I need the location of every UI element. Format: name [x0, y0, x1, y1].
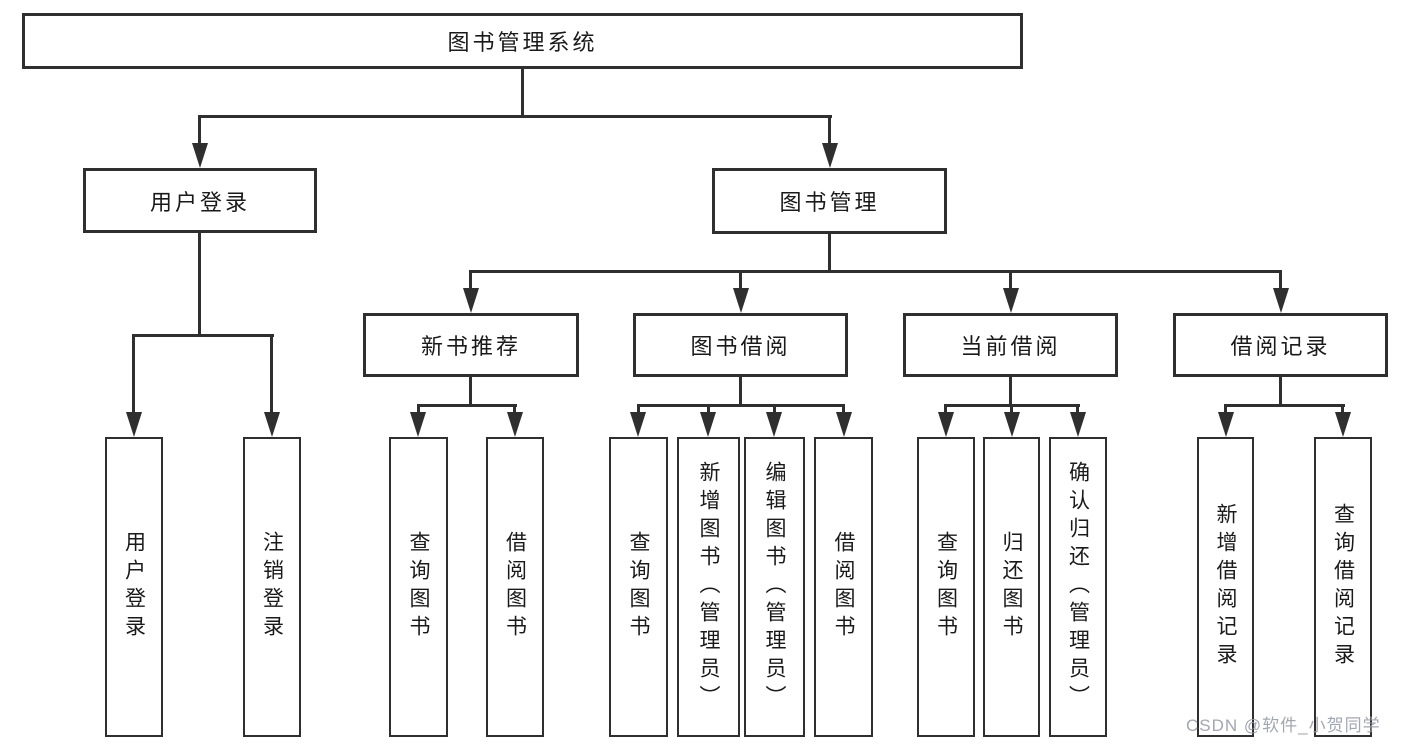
connector-line — [132, 334, 274, 337]
leaf-edit-books-admin: 编辑图书（管理员） — [744, 437, 805, 737]
arrow-down-icon — [938, 412, 954, 437]
arrow-down-icon — [1070, 412, 1086, 437]
node-book-borrowing: 图书借阅 — [633, 313, 848, 377]
connector-line — [469, 377, 472, 407]
leaf-query-books-current: 查询图书 — [917, 437, 975, 737]
node-new-book-recommend-label: 新书推荐 — [420, 334, 521, 359]
leaf-borrow-books-recommend: 借阅图书 — [486, 437, 544, 737]
connector-line — [828, 234, 831, 273]
leaf-query-books-current-label: 查询图书 — [934, 531, 958, 643]
leaf-query-borrow-record: 查询借阅记录 — [1314, 437, 1372, 737]
arrow-down-icon — [822, 143, 838, 168]
connector-line — [1224, 404, 1345, 407]
arrow-down-icon — [766, 412, 782, 437]
arrow-down-icon — [1003, 288, 1019, 313]
connector-line — [1341, 406, 1344, 416]
node-new-book-recommend: 新书推荐 — [363, 313, 579, 377]
connector-line — [1009, 272, 1012, 294]
node-user-login: 用户登录 — [83, 168, 317, 233]
leaf-return-books-label: 归还图书 — [1000, 531, 1023, 643]
connector-line — [198, 115, 832, 118]
arrow-down-icon — [836, 412, 852, 437]
connector-line — [828, 117, 831, 149]
node-borrowing-records-label: 借阅记录 — [1230, 334, 1331, 359]
arrow-down-icon — [264, 412, 280, 437]
connector-line — [1224, 406, 1227, 416]
connector-line — [270, 336, 273, 416]
node-current-borrowing-label: 当前借阅 — [960, 334, 1061, 359]
connector-line — [1279, 272, 1282, 294]
connector-line — [513, 406, 516, 416]
leaf-user-login: 用户登录 — [105, 437, 163, 737]
connector-line — [739, 377, 742, 407]
connector-line — [707, 406, 710, 416]
leaf-borrow-books-borrowing-label: 借阅图书 — [832, 531, 855, 643]
connector-line — [417, 404, 517, 407]
connector-line — [637, 406, 640, 416]
connector-line — [773, 406, 776, 416]
connector-line — [944, 404, 1080, 407]
leaf-logout-label: 注销登录 — [260, 531, 284, 643]
watermark: CSDN @软件_小贺同学 — [1186, 716, 1381, 735]
leaf-confirm-return-admin: 确认归还（管理员） — [1049, 437, 1107, 737]
leaf-return-books: 归还图书 — [983, 437, 1040, 737]
leaf-add-borrow-record-label: 新增借阅记录 — [1214, 503, 1237, 671]
connector-line — [198, 233, 201, 337]
connector-line — [132, 336, 135, 416]
connector-line — [739, 272, 742, 294]
connector-line — [637, 404, 845, 407]
connector-line — [521, 69, 524, 118]
connector-line — [842, 406, 845, 416]
leaf-user-login-label: 用户登录 — [122, 531, 146, 643]
leaf-query-books-recommend: 查询图书 — [389, 437, 448, 737]
connector-line — [944, 406, 947, 416]
arrow-down-icon — [410, 412, 426, 437]
node-current-borrowing: 当前借阅 — [903, 313, 1118, 377]
node-borrowing-records: 借阅记录 — [1173, 313, 1388, 377]
node-root-label: 图书管理系统 — [447, 30, 598, 55]
arrow-down-icon — [700, 412, 716, 437]
leaf-confirm-return-admin-label: 确认归还（管理员） — [1066, 461, 1090, 713]
arrow-down-icon — [1004, 412, 1020, 437]
leaf-edit-books-admin-label: 编辑图书（管理员） — [763, 461, 786, 713]
leaf-logout: 注销登录 — [243, 437, 301, 737]
leaf-add-books-admin: 新增图书（管理员） — [677, 437, 740, 737]
connector-line — [1279, 377, 1282, 407]
arrow-down-icon — [126, 412, 142, 437]
connector-line — [1010, 406, 1013, 416]
node-book-management: 图书管理 — [712, 168, 947, 234]
leaf-borrow-books-recommend-label: 借阅图书 — [503, 531, 527, 643]
node-root: 图书管理系统 — [22, 13, 1023, 69]
arrow-down-icon — [507, 412, 523, 437]
node-book-management-label: 图书管理 — [779, 190, 880, 215]
node-user-login-label: 用户登录 — [149, 189, 250, 215]
leaf-query-borrow-record-label: 查询借阅记录 — [1331, 503, 1355, 671]
connector-line — [469, 270, 1282, 273]
node-book-borrowing-label: 图书借阅 — [690, 334, 791, 359]
arrow-down-icon — [1273, 288, 1289, 313]
leaf-query-books-recommend-label: 查询图书 — [407, 531, 430, 643]
arrow-down-icon — [463, 288, 479, 313]
arrow-down-icon — [192, 143, 208, 168]
connector-line — [417, 406, 420, 416]
connector-line — [198, 117, 201, 149]
arrow-down-icon — [1335, 412, 1351, 437]
arrow-down-icon — [733, 288, 749, 313]
arrow-down-icon — [630, 412, 646, 437]
arrow-down-icon — [1218, 412, 1234, 437]
leaf-add-borrow-record: 新增借阅记录 — [1197, 437, 1254, 737]
leaf-query-books-borrowing-label: 查询图书 — [627, 531, 650, 643]
leaf-borrow-books-borrowing: 借阅图书 — [814, 437, 873, 737]
leaf-query-books-borrowing: 查询图书 — [609, 437, 668, 737]
leaf-add-books-admin-label: 新增图书（管理员） — [697, 461, 720, 713]
connector-line — [1009, 377, 1012, 407]
connector-line — [469, 272, 472, 294]
connector-line — [1076, 406, 1079, 416]
